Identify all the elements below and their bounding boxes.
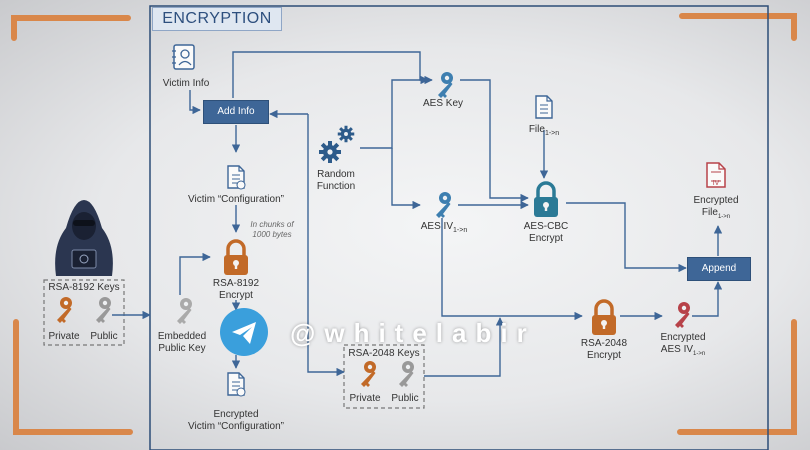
encrypted-file-icon-text: IV bbox=[712, 180, 720, 187]
rsa2048-private-label: Private bbox=[349, 393, 381, 404]
aes-iv-key-icon bbox=[436, 192, 451, 218]
frame-corners bbox=[11, 13, 797, 435]
rsa2048-keys-label: RSA-2048 Keys bbox=[348, 348, 420, 359]
encryption-panel bbox=[149, 5, 769, 450]
encrypted-aes-iv-line-1: Encrypted bbox=[660, 332, 706, 343]
gears-icon bbox=[319, 125, 355, 163]
aes-cbc-line-2: Encrypt bbox=[529, 233, 563, 244]
encrypted-file-line-1: Encrypted bbox=[693, 195, 739, 206]
contact-book-icon bbox=[172, 44, 195, 70]
victim-configuration-label: Victim “Configuration” bbox=[188, 194, 284, 205]
file-document-icon bbox=[535, 95, 553, 119]
rsa8192-private-label: Private bbox=[48, 331, 80, 342]
aes-iv-label: AES IV1->n bbox=[414, 221, 474, 237]
rsa8192-encrypt-lock-icon bbox=[222, 239, 250, 277]
add-info-box: Add Info bbox=[203, 100, 269, 124]
telegram-icon bbox=[220, 308, 268, 356]
random-function-label: Random Function bbox=[310, 169, 362, 193]
encrypted-file-document-icon bbox=[706, 162, 726, 188]
file-text: File bbox=[528, 124, 545, 135]
random-function-line-1: Random bbox=[317, 169, 355, 180]
append-box: Append bbox=[687, 257, 751, 281]
encrypted-configuration-line-2: Victim “Configuration” bbox=[188, 421, 284, 432]
rsa2048-encrypt-line-1: RSA-2048 bbox=[580, 338, 628, 349]
encrypted-configuration-document-icon bbox=[227, 372, 246, 397]
aes-key-icon bbox=[438, 72, 453, 98]
encrypted-file-label: Encrypted File1->n bbox=[684, 195, 748, 223]
aes-cbc-line-1: AES-CBC bbox=[523, 221, 569, 232]
file-subscript: 1->n bbox=[544, 130, 560, 137]
encrypted-configuration-label: Encrypted Victim “Configuration” bbox=[180, 409, 292, 433]
rsa8192-public-label: Public bbox=[90, 331, 118, 342]
configuration-document-icon bbox=[227, 165, 246, 190]
embedded-public-key-icon bbox=[177, 298, 192, 324]
aes-cbc-encrypt-label: AES-CBC Encrypt bbox=[514, 221, 578, 245]
rsa2048-encrypt-label: RSA-2048 Encrypt bbox=[572, 338, 636, 362]
rsa8192-encrypt-line-2: Encrypt bbox=[219, 290, 253, 301]
encrypted-file-line-2: File bbox=[701, 207, 718, 218]
encrypted-aes-iv-key-icon bbox=[675, 302, 690, 328]
encrypted-configuration-line-1: Encrypted bbox=[213, 409, 259, 420]
hooded-attacker-icon bbox=[55, 200, 113, 276]
aes-iv-text: AES IV bbox=[420, 221, 454, 232]
aes-key-label: AES Key bbox=[422, 98, 464, 109]
victim-info-label: Victim Info bbox=[162, 78, 210, 89]
watermark-text: @whitelabir bbox=[290, 318, 536, 348]
aes-cbc-encrypt-lock-icon bbox=[532, 181, 560, 219]
rsa8192-public-key-icon bbox=[96, 297, 111, 323]
chunks-note-line-1: In chunks of bbox=[250, 220, 294, 229]
chunks-note-line-2: 1000 bytes bbox=[252, 230, 292, 239]
rsa8192-keys-group bbox=[43, 279, 125, 346]
rsa8192-encrypt-label: RSA-8192 Encrypt bbox=[206, 278, 266, 302]
encrypted-aes-iv-subscript: 1->n bbox=[693, 351, 706, 357]
rsa2048-keys-group bbox=[343, 344, 425, 409]
rsa8192-keys-label: RSA-8192 Keys bbox=[48, 282, 120, 293]
rsa2048-private-key-icon bbox=[361, 361, 376, 387]
rsa8192-private-key-icon bbox=[57, 297, 72, 323]
rsa2048-public-key-icon bbox=[399, 361, 414, 387]
encrypted-aes-iv-line-2: AES IV bbox=[660, 344, 694, 355]
random-function-line-2: Function bbox=[316, 181, 356, 192]
embedded-public-key-line-2: Public Key bbox=[158, 343, 206, 354]
embedded-public-key-label: Embedded Public Key bbox=[152, 331, 212, 355]
rsa8192-encrypt-line-1: RSA-8192 bbox=[212, 278, 260, 289]
file-label: File1->n bbox=[520, 124, 568, 140]
encrypted-aes-iv-label: Encrypted AES IV1->n bbox=[650, 332, 716, 360]
connectors bbox=[112, 51, 723, 377]
embedded-public-key-line-1: Embedded bbox=[157, 331, 207, 342]
rsa2048-encrypt-lock-icon bbox=[590, 299, 618, 337]
chunks-note: In chunks of 1000 bytes bbox=[244, 220, 300, 240]
rsa2048-public-label: Public bbox=[391, 393, 419, 404]
section-title: ENCRYPTION bbox=[152, 7, 282, 31]
encrypted-file-subscript: 1->n bbox=[717, 214, 731, 220]
aes-iv-subscript: 1->n bbox=[453, 227, 468, 234]
rsa2048-encrypt-line-2: Encrypt bbox=[587, 350, 621, 361]
